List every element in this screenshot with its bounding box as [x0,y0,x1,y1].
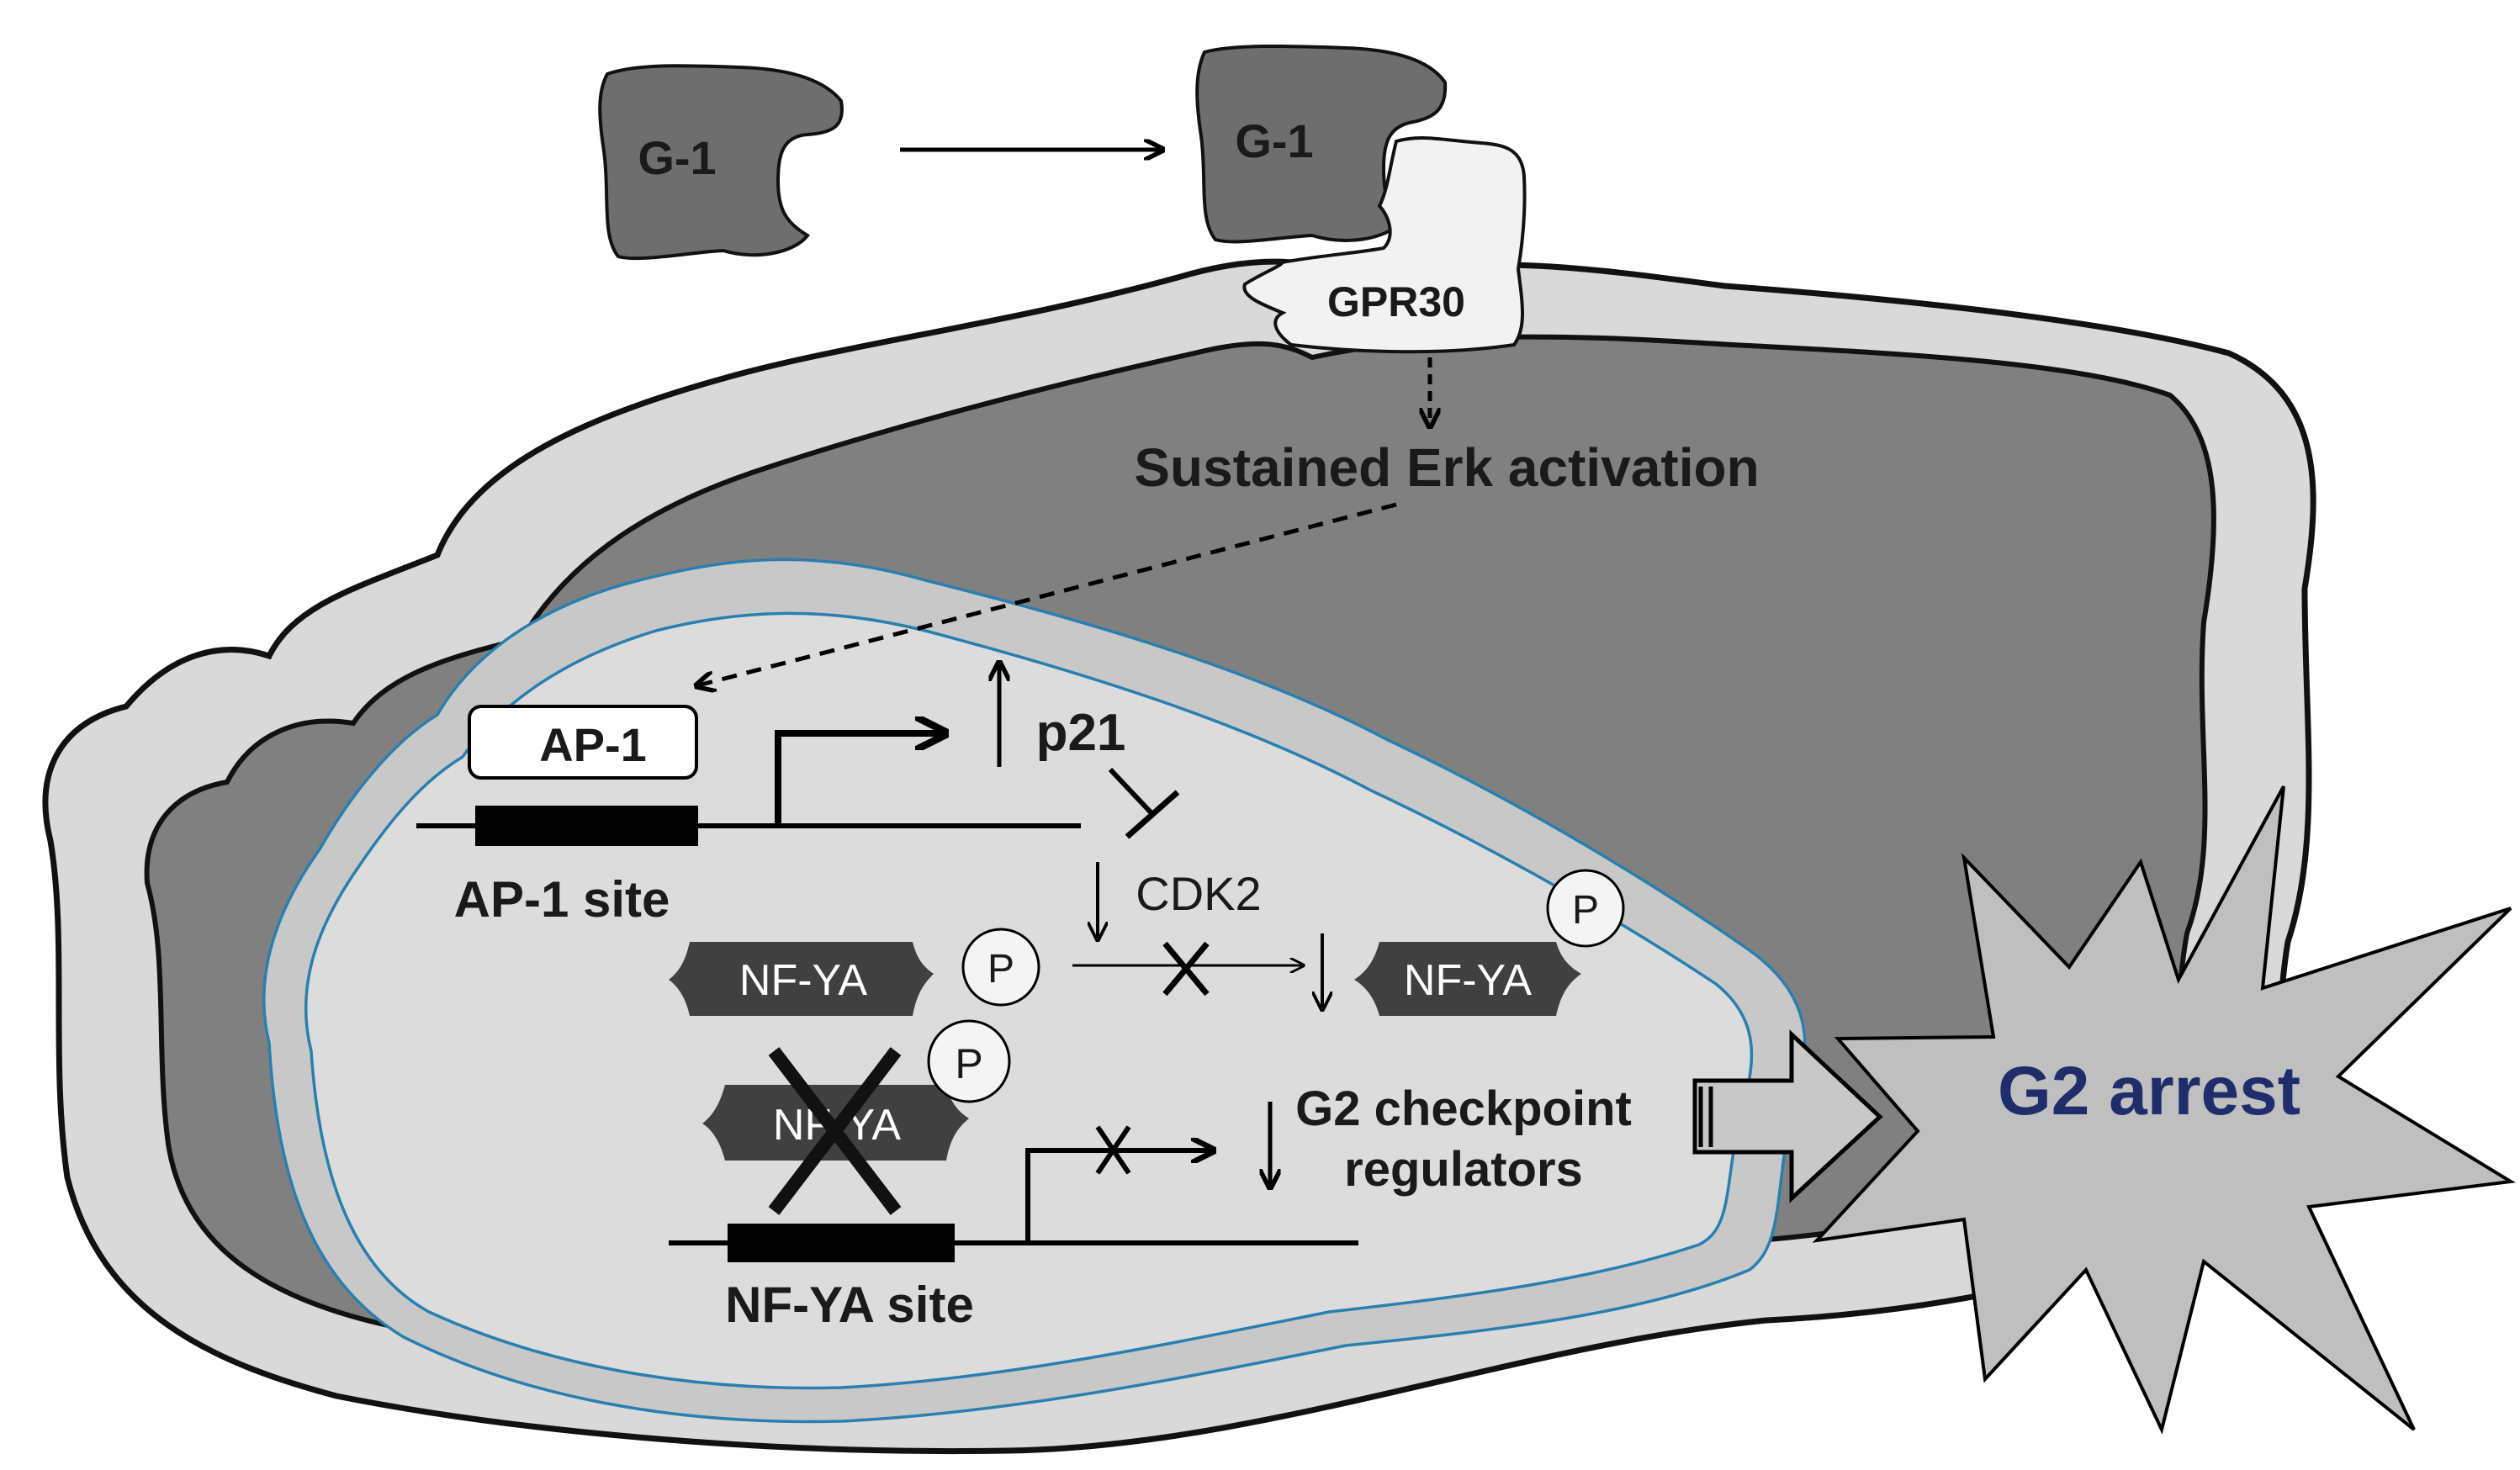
g2-arrest-burst [1812,785,2516,1435]
outcome-arrow [1692,1029,1883,1203]
nfya-left-label: NF-YA [739,956,867,1005]
nfya-left-shape [669,942,934,1016]
nfya-transcription-arrow [1025,1150,1211,1243]
ap1-site-label: AP-1 site [454,871,670,928]
nfya-site-block [728,1224,955,1262]
ap1-site-block [475,806,698,846]
ligand-free-shape [598,64,844,261]
ligand-free-label: G-1 [638,131,716,184]
p21-inhibits-cdk2 [1108,767,1155,817]
transcription-block-x2 [1095,1125,1131,1175]
phospho-1 [961,928,1040,1007]
g2-arrest-label: G2 arrest [1998,1053,2300,1129]
g2reg-line2: regulators [1344,1142,1583,1197]
ap1-label: AP-1 [539,718,647,771]
phospho-2-label: P [1572,888,1599,933]
erk-to-ap1-arrow [698,502,1397,685]
phospho-2 [1546,869,1625,948]
inhibition-bar [1125,790,1180,839]
ligand-bound-label: G-1 [1235,114,1313,167]
nfya-right-shape [1354,942,1581,1016]
cdk2-label: CDK2 [1136,867,1261,920]
p21-label: p21 [1036,704,1126,762]
ap1-box [468,705,698,780]
phospho-3-label: P [955,1040,982,1087]
phospho-1-label: P [987,947,1014,991]
nfya-block-x2 [768,1047,902,1215]
receptor-label: GPR30 [1327,278,1465,325]
erk-label: Sustained Erk activation [1134,437,1759,498]
phospho-block-x2 [1162,941,1210,997]
phospho-3 [927,1019,1011,1103]
nfya-site-label: NF-YA site [725,1277,974,1333]
nfya-right-label: NF-YA [1404,956,1532,1005]
g2reg-line1: G2 checkpoint [1295,1081,1632,1136]
receptor-shape [1242,136,1527,354]
ap1-transcription-arrow [775,733,942,826]
